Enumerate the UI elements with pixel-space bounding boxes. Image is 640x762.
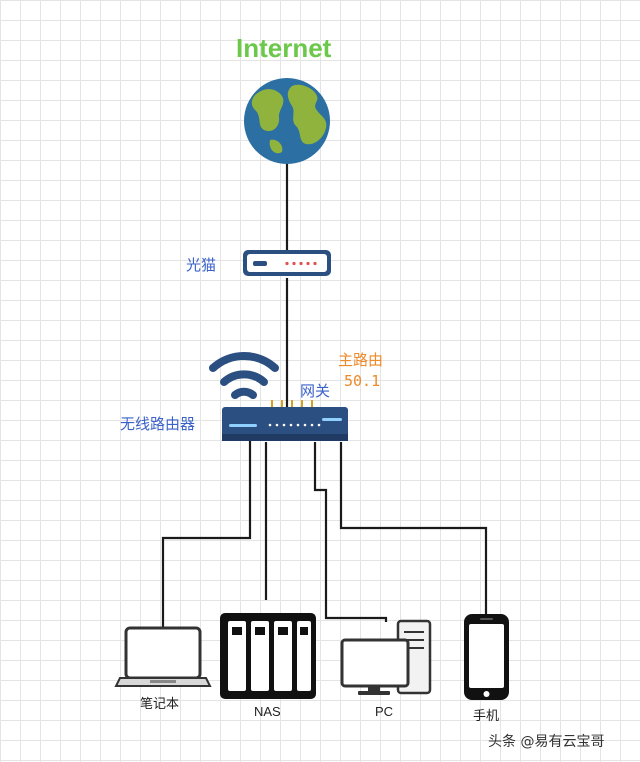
main-router-label: 主路由 <box>338 351 384 369</box>
watermark: 头条 @易有云宝哥 <box>488 734 605 750</box>
laptop-icon <box>114 626 212 687</box>
wireless-router-label: 无线路由器 <box>120 415 196 433</box>
wireless-router-icon <box>222 400 348 441</box>
laptop-label: 笔记本 <box>140 697 180 712</box>
line-router-phone <box>339 442 488 614</box>
line-router-laptop <box>161 440 252 628</box>
nas-icon <box>220 613 316 699</box>
modem-icon <box>243 250 331 276</box>
internet-title: Internet <box>236 33 332 63</box>
phone-label: 手机 <box>473 709 500 724</box>
gateway-label: 网关 <box>300 382 331 400</box>
globe-icon <box>244 78 330 164</box>
connection-lines <box>161 160 488 628</box>
line-router-pc <box>313 442 388 622</box>
nas-label: NAS <box>254 704 281 719</box>
desktop-pc-icon <box>340 619 432 695</box>
modem-label: 光猫 <box>186 256 217 274</box>
pc-label: PC <box>375 704 394 719</box>
router-ip-label: 50.1 <box>344 372 381 390</box>
phone-icon <box>464 614 509 700</box>
wifi-icon <box>209 352 279 399</box>
